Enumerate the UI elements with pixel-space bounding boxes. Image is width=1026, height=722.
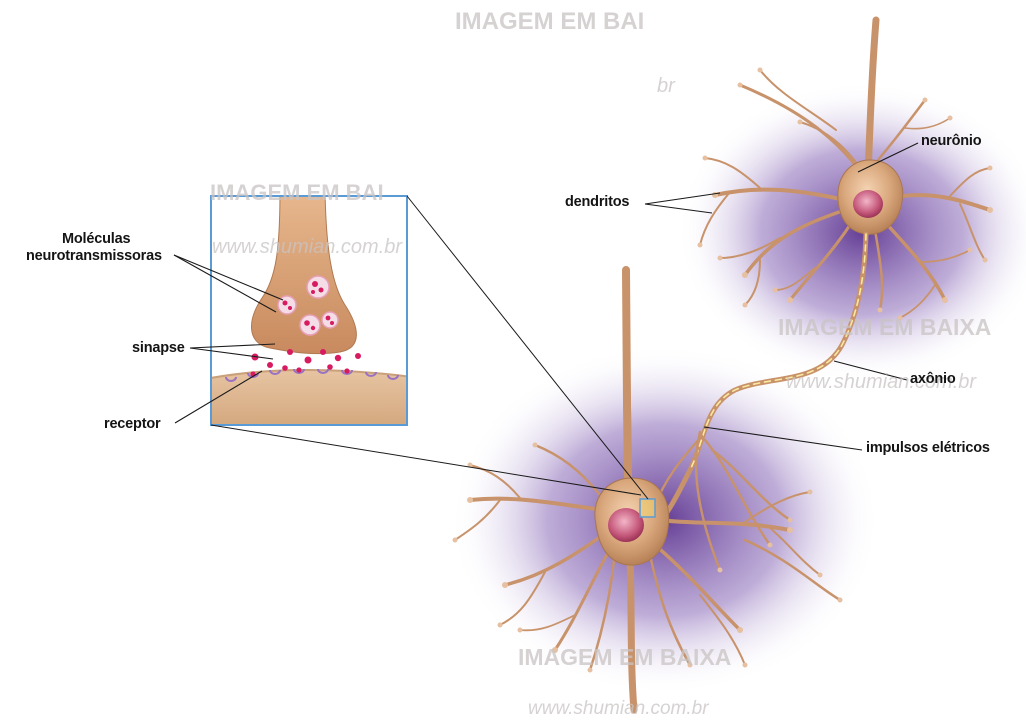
label-electric-impulses: impulsos elétricos <box>866 441 990 456</box>
label-neurotransmitter-molecules-line2: neurotransmissoras <box>26 249 162 264</box>
watermark-bottom: IMAGEM EM BAIXA <box>518 644 731 671</box>
watermark-top: IMAGEM EM BAI <box>455 8 644 36</box>
watermark-bottom-site: www.shumian.com.br <box>528 698 709 720</box>
lower-nucleus <box>608 508 644 542</box>
watermark-top-site: br <box>657 75 675 98</box>
watermark-inset: IMAGEM EM BAI <box>210 180 384 206</box>
upper-nucleus <box>853 190 883 218</box>
label-neuron: neurônio <box>921 134 981 149</box>
label-axon: axônio <box>910 372 956 387</box>
postsynaptic-membrane <box>200 370 420 430</box>
watermark-middle: IMAGEM EM BAIXA <box>778 314 991 341</box>
label-synapse: sinapse <box>132 341 185 356</box>
watermark-inset-site: www.shumian.com.br <box>212 236 402 259</box>
label-neurotransmitter-molecules-line1: Moléculas <box>62 232 130 247</box>
label-dendrites: dendritos <box>565 195 629 210</box>
synapse-highlight-box <box>640 499 655 517</box>
synapse-inset <box>200 190 420 430</box>
label-receptor: receptor <box>104 417 160 432</box>
